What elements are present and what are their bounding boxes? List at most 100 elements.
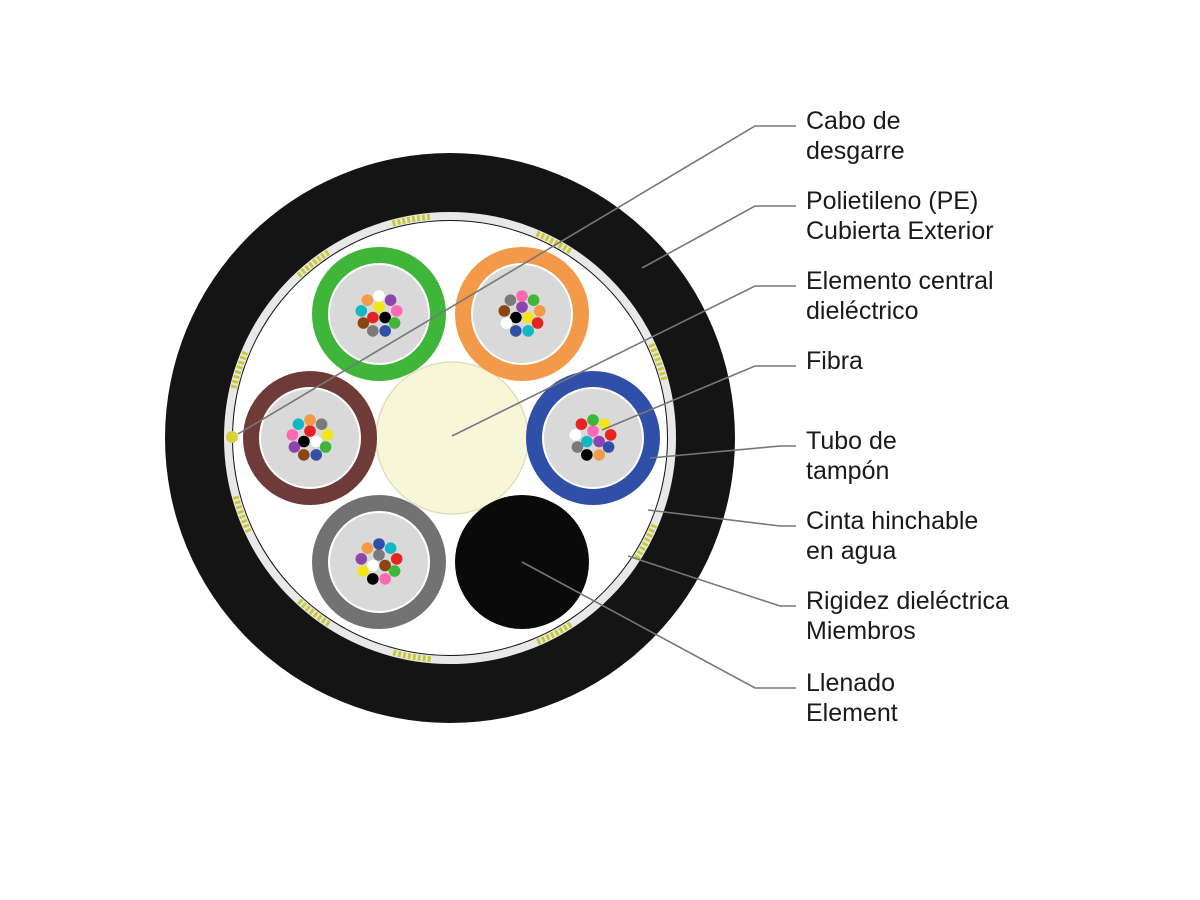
fiber bbox=[286, 429, 299, 441]
fiber bbox=[319, 441, 332, 453]
buffer-tube-gel bbox=[328, 263, 430, 365]
leader-lines bbox=[237, 125, 796, 689]
fiber bbox=[357, 565, 370, 577]
fiber bbox=[373, 290, 385, 302]
label-line: Polietileno (PE) bbox=[806, 187, 979, 215]
leader-line-central-member bbox=[451, 285, 796, 437]
fiber bbox=[498, 305, 511, 317]
buffer-tubes bbox=[243, 247, 660, 629]
fiber bbox=[379, 325, 392, 337]
fiber bbox=[367, 311, 379, 324]
strength-member-stripe bbox=[633, 523, 658, 561]
buffer-tube-orange bbox=[455, 247, 589, 381]
fiber bbox=[304, 425, 316, 437]
strength-member-stripe bbox=[535, 230, 573, 255]
strength-member-stripe bbox=[535, 621, 573, 646]
label-fiber: Fibra bbox=[806, 346, 863, 376]
fiber bbox=[575, 418, 588, 431]
label-line: Fibra bbox=[806, 347, 863, 375]
rip-cord-marker bbox=[226, 431, 238, 443]
leader-line-filler bbox=[521, 561, 796, 689]
label-line: Element bbox=[806, 699, 898, 727]
fiber bbox=[527, 294, 540, 307]
strength-member-stripe bbox=[391, 649, 431, 663]
fiber bbox=[373, 538, 385, 550]
fiber bbox=[593, 449, 605, 461]
buffer-tube-gel bbox=[328, 511, 430, 613]
fiber bbox=[388, 317, 401, 329]
fiber bbox=[373, 301, 385, 313]
fiber bbox=[504, 294, 517, 307]
fiber bbox=[587, 414, 599, 426]
strength-member-stripe bbox=[296, 598, 331, 627]
fiber bbox=[390, 305, 403, 317]
leader-line-water-blocking-tape bbox=[647, 509, 796, 527]
central-strength-element bbox=[375, 361, 529, 515]
fiber bbox=[379, 311, 391, 324]
label-line: Cinta hinchable bbox=[806, 507, 979, 535]
buffer-tube-gel bbox=[259, 387, 361, 489]
buffer-tube-brown bbox=[243, 371, 377, 505]
fiber bbox=[355, 305, 368, 317]
fiber bbox=[379, 559, 391, 572]
label-line: Cubierta Exterior bbox=[806, 217, 994, 245]
label-line: Tubo de bbox=[806, 427, 897, 455]
label-line: desgarre bbox=[806, 137, 905, 165]
strength-member-stripe bbox=[296, 249, 331, 278]
fiber bbox=[510, 311, 522, 324]
leader-line-strength-members bbox=[627, 555, 796, 607]
buffer-tube-gel bbox=[542, 387, 644, 489]
fiber bbox=[310, 449, 323, 461]
fiber bbox=[533, 305, 546, 317]
fiber bbox=[522, 325, 534, 337]
label-line: Elemento central bbox=[806, 267, 994, 295]
fiber bbox=[321, 429, 334, 441]
fiber bbox=[522, 311, 534, 324]
fiber bbox=[361, 294, 374, 307]
fiber bbox=[602, 441, 615, 453]
label-line: Miembros bbox=[806, 617, 916, 645]
fiber bbox=[379, 573, 392, 585]
fiber bbox=[604, 429, 617, 441]
fiber bbox=[388, 565, 401, 577]
leader-line-buffer-tube bbox=[649, 445, 796, 459]
fiber bbox=[373, 549, 385, 561]
fiber bbox=[367, 573, 379, 585]
strength-member-stripe bbox=[648, 342, 668, 382]
fiber bbox=[367, 325, 379, 337]
buffer-tube-blue bbox=[526, 371, 660, 505]
leader-line-fiber bbox=[601, 365, 796, 431]
fiber bbox=[298, 449, 310, 461]
fiber bbox=[500, 317, 513, 329]
leader-line-rip-cord bbox=[237, 125, 796, 435]
fiber bbox=[510, 325, 522, 337]
fiber bbox=[390, 553, 403, 565]
fiber bbox=[587, 425, 599, 437]
buffer-tube-gray bbox=[312, 495, 446, 629]
fiber bbox=[593, 435, 605, 448]
strength-member-stripe bbox=[230, 350, 249, 389]
strength-member-stripe bbox=[391, 213, 431, 227]
fiber bbox=[315, 418, 328, 431]
fiber bbox=[367, 559, 379, 572]
fiber bbox=[516, 301, 528, 313]
buffer-tube-gel bbox=[471, 263, 573, 365]
fiber bbox=[304, 414, 316, 426]
fiber bbox=[361, 542, 374, 554]
fiber bbox=[298, 435, 310, 448]
fiber bbox=[569, 429, 582, 441]
label-line: tampón bbox=[806, 457, 890, 485]
strength-member-stripes bbox=[230, 213, 668, 663]
fiber bbox=[581, 449, 593, 461]
label-line: en agua bbox=[806, 537, 897, 565]
fiber bbox=[355, 553, 368, 565]
label-outer-sheath: Polietileno (PE)Cubierta Exterior bbox=[806, 186, 994, 246]
fiber bbox=[310, 435, 322, 448]
